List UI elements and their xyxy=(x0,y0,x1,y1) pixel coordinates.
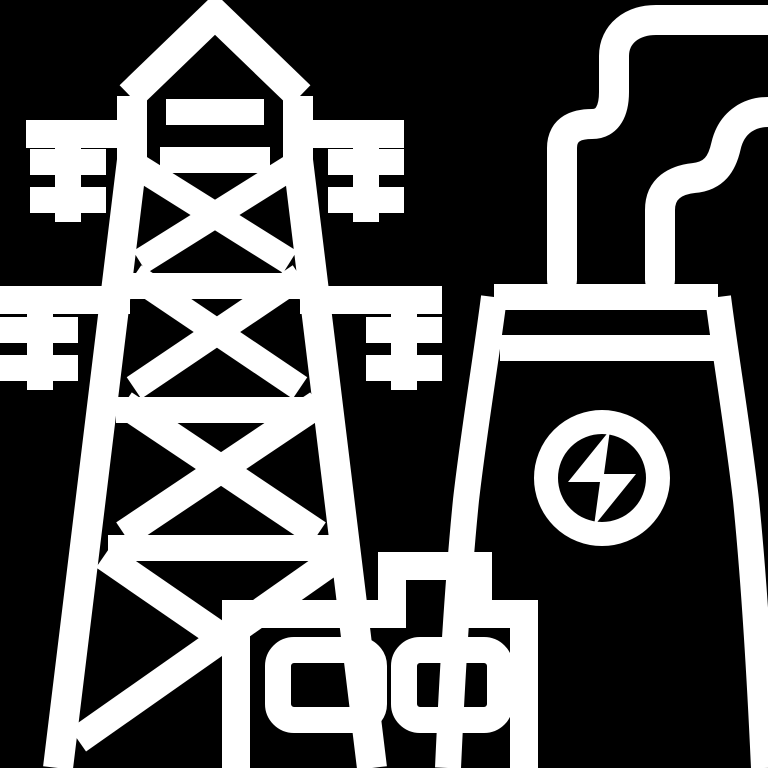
smoke-plume-icon-right xyxy=(645,97,768,295)
cross-brace-4b xyxy=(69,544,349,752)
lightning-bolt-icon xyxy=(534,410,670,546)
smoke-plume-group xyxy=(547,5,768,295)
emblem-bolt-glyph xyxy=(568,430,636,526)
cooling-tower-icon xyxy=(435,284,768,768)
tower-leg-right xyxy=(283,96,387,768)
cross-brace-3b xyxy=(116,392,326,546)
smoke-plume-icon-left xyxy=(547,5,768,295)
cross-brace-icon-group xyxy=(69,156,349,752)
insulator-icon-upper-left xyxy=(30,122,106,222)
cross-brace-1b xyxy=(133,156,297,274)
cooling-tower-left-wall xyxy=(435,295,507,768)
emblem-ring xyxy=(534,410,670,546)
transmission-tower-icon xyxy=(0,0,442,768)
crossarm-upper xyxy=(26,120,404,222)
window-icon-right xyxy=(391,637,513,733)
cooling-tower-right-wall xyxy=(705,295,768,768)
insulator-icon-upper-right xyxy=(328,122,404,222)
insulator-icon-lower-right xyxy=(366,290,442,390)
insulator-icon-lower-left xyxy=(0,290,78,390)
tower-apex xyxy=(119,0,311,107)
crossarm-lower xyxy=(0,286,442,390)
tower-leg-left xyxy=(43,96,147,768)
cross-brace-4a xyxy=(96,544,234,652)
